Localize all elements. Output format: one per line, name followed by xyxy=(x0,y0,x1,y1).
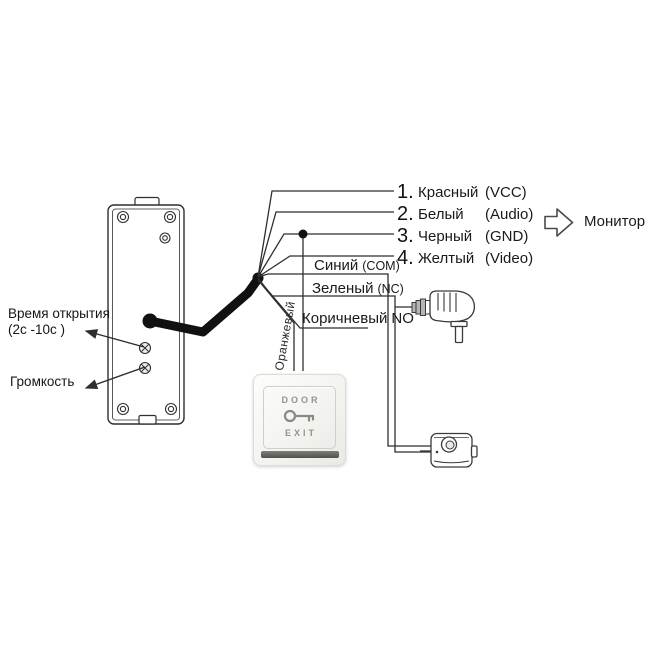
wire-color-name: Красный xyxy=(418,183,479,201)
wire-orange xyxy=(257,279,295,371)
wire-signal: (Audio) xyxy=(485,205,534,223)
exit-button-exit-text: EXIT xyxy=(284,428,317,438)
wire-color-name: Зеленый xyxy=(312,280,374,297)
wire-red-vcc xyxy=(257,190,394,278)
wire-number: 4. xyxy=(397,246,414,269)
wire-signal: (Video) xyxy=(485,249,534,267)
adjustment-screws[interactable] xyxy=(138,341,152,375)
wire-color-name: Белый xyxy=(418,205,464,223)
wire-signal: (GND) xyxy=(485,227,529,245)
wire-number: 3. xyxy=(397,224,414,247)
wire-label-black: 3. Черный (GND) xyxy=(397,225,528,247)
panel-corner-screws xyxy=(116,210,178,416)
open-time-range-label: (2с -10с ) xyxy=(8,322,66,337)
open-time-arrow xyxy=(84,329,145,348)
wire-signal: (VCC) xyxy=(485,183,527,201)
wire-color-name: Черный xyxy=(418,227,473,245)
wire-signal: (COM) xyxy=(362,259,400,273)
wire-color-name: Синий xyxy=(314,257,359,274)
wire-label-red: 1. Красный (VCC) xyxy=(397,181,527,203)
camera-lens xyxy=(159,232,171,244)
exit-button[interactable]: DOOR EXIT xyxy=(253,374,346,466)
door-station-panel xyxy=(107,196,185,425)
electric-lock xyxy=(420,432,478,468)
wire-number: 1. xyxy=(397,180,414,203)
volume-label: Громкость xyxy=(10,374,75,389)
open-time-label: Время открытия xyxy=(8,306,110,321)
wire-number: 2. xyxy=(397,202,414,225)
wire-signal: NO xyxy=(391,310,414,327)
wire-label-yellow: 4. Желтый (Video) xyxy=(397,247,533,269)
exit-button-shadow xyxy=(261,451,339,458)
wire-color-name: Коричневый xyxy=(302,310,388,327)
wire-white-audio xyxy=(257,211,394,278)
wire-label-brown: Коричневый NO xyxy=(302,310,414,327)
monitor-arrow-icon xyxy=(544,208,574,237)
gnd-junction-dot xyxy=(298,229,308,239)
wire-label-white: 2. Белый (Audio) xyxy=(397,203,533,225)
wire-label-blue: Синий (COM) xyxy=(314,257,400,274)
key-icon xyxy=(283,409,314,423)
wire-label-green: Зеленый (NC) xyxy=(312,280,404,297)
wire-brown-no xyxy=(257,278,368,329)
monitor-label: Монитор xyxy=(584,213,646,230)
volume-arrow xyxy=(84,366,146,389)
exit-button-door-text: DOOR xyxy=(281,395,321,405)
power-adapter xyxy=(411,290,476,344)
wire-color-name: Желтый xyxy=(418,249,475,267)
wire-yellow-video xyxy=(257,255,394,278)
wire-black-gnd xyxy=(257,233,394,278)
wire-signal: (NC) xyxy=(377,282,404,296)
wire-blue-com xyxy=(257,273,431,447)
adjustment-pointer-arrows xyxy=(84,329,146,389)
exit-button-cap[interactable]: DOOR EXIT xyxy=(263,386,336,449)
wire-lines xyxy=(257,190,431,453)
